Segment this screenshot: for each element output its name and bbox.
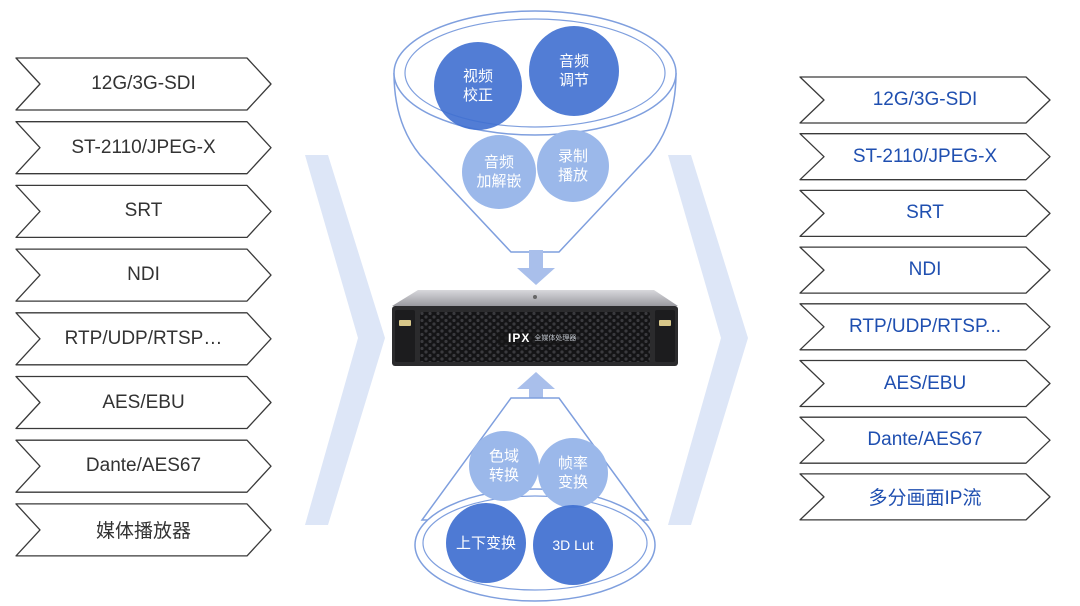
output-label: RTP/UDP/RTSP... [848, 315, 1002, 337]
bubble-frame-rate [538, 438, 608, 508]
flow-chevron-left [305, 155, 385, 525]
function-label: 帧率 变换 [557, 455, 588, 491]
ipx-device [392, 290, 678, 366]
up-arrow [517, 372, 555, 405]
input-label: ST-2110/JPEG-X [71, 136, 216, 158]
function-label: 音频 调节 [558, 53, 589, 89]
bubble-color-gamut [469, 431, 539, 501]
output-label: NDI [908, 259, 942, 281]
output-chevron [799, 246, 1051, 294]
device-brand: IPX 全媒体处理器 [508, 331, 576, 345]
flow-chevron-right [668, 155, 748, 525]
input-label: AES/EBU [102, 391, 185, 413]
output-chevron [799, 133, 1051, 181]
input-chevron [15, 57, 272, 111]
function-label: 上下变换 [455, 534, 516, 552]
top-funnel [393, 10, 677, 253]
input-label: 媒体播放器 [95, 521, 191, 543]
bubble-audio-embed [462, 135, 536, 209]
device-subtitle: 全媒体处理器 [534, 335, 577, 342]
output-label: SRT [906, 202, 944, 224]
output-chevron [799, 76, 1051, 124]
output-chevron [799, 416, 1051, 464]
bubble-up-down-convert [446, 503, 526, 583]
input-chevron [15, 439, 272, 493]
output-label: 多分画面IP流 [868, 488, 982, 510]
input-label: RTP/UDP/RTSP… [64, 327, 223, 349]
input-chevron [15, 248, 272, 302]
input-label: NDI [127, 264, 160, 286]
output-label: 12G/3G-SDI [872, 89, 978, 110]
down-arrow [517, 250, 555, 285]
function-label: 视频 校正 [462, 68, 493, 104]
input-chevron [15, 184, 272, 239]
output-chevron [799, 189, 1051, 238]
function-label: 3D Lut [552, 536, 594, 553]
bubble-record-playback [537, 130, 609, 202]
function-label: 音频 加解嵌 [476, 154, 522, 190]
input-chevron [15, 121, 272, 175]
input-chevron [15, 375, 272, 430]
bubble-video-correction [434, 42, 522, 130]
device-brand-text: IPX [508, 331, 531, 345]
output-label: Dante/AES67 [867, 429, 983, 451]
bottom-funnel [414, 397, 656, 602]
input-label: SRT [124, 200, 163, 222]
output-chevron [799, 473, 1051, 521]
input-label: 12G/3G-SDI [91, 73, 196, 94]
bubble-3d-lut [533, 505, 613, 585]
input-chevron [15, 312, 272, 366]
input-label: Dante/AES67 [85, 455, 202, 477]
output-label: ST-2110/JPEG-X [852, 145, 998, 167]
function-label: 录制 播放 [557, 148, 588, 184]
output-chevron [799, 359, 1051, 408]
output-label: AES/EBU [883, 372, 967, 394]
output-chevron [799, 303, 1051, 351]
function-label: 色域 转换 [488, 448, 519, 484]
bubble-audio-adjust [529, 26, 619, 116]
input-chevron [15, 503, 272, 557]
